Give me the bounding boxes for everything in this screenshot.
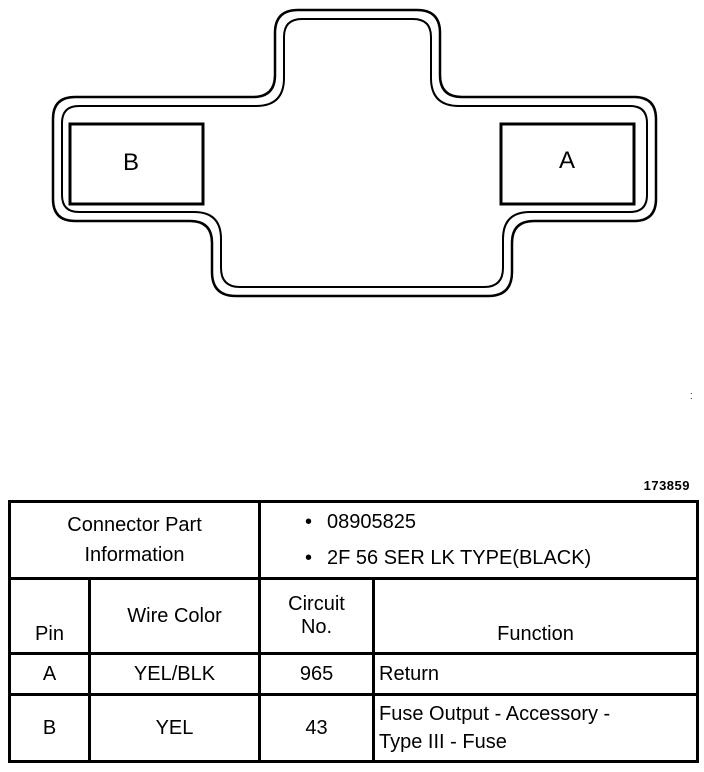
bullet-icon: • bbox=[305, 511, 313, 533]
part-info-heading-line1: Connector Part bbox=[67, 514, 202, 536]
pin-cell: B bbox=[8, 693, 91, 763]
header-pin: Pin bbox=[8, 577, 91, 655]
connector-type: 2F 56 SER LK TYPE(BLACK) bbox=[327, 547, 592, 569]
header-circuit-line1: Circuit bbox=[288, 593, 345, 615]
figure-number: 173859 bbox=[643, 478, 690, 493]
column-header-row: Pin Wire Color Circuit No. Function bbox=[8, 577, 700, 655]
function-cell: Fuse Output - Accessory - Type III - Fus… bbox=[372, 693, 700, 763]
pin-cell: A bbox=[8, 652, 91, 696]
connector-body-outline bbox=[51, 8, 658, 298]
header-circuit: Circuit No. bbox=[258, 577, 376, 655]
cavity-b bbox=[68, 122, 205, 206]
circuit-cell: 965 bbox=[258, 652, 376, 696]
cavity-a bbox=[499, 122, 636, 206]
cavity-a-label: A bbox=[559, 147, 575, 174]
connector-type-line: • 2F 56 SER LK TYPE(BLACK) bbox=[305, 540, 692, 576]
header-circuit-line2: No. bbox=[300, 616, 333, 638]
header-function: Function bbox=[372, 577, 700, 655]
wire-color-cell: YEL bbox=[87, 693, 262, 763]
function-cell: Return bbox=[372, 652, 700, 696]
table-row: A YEL/BLK 965 Return bbox=[8, 652, 700, 696]
function-line2: Type III - Fuse bbox=[379, 731, 507, 753]
part-number-line: • 08905825 bbox=[305, 504, 692, 540]
part-info-values: • 08905825 • 2F 56 SER LK TYPE(BLACK) bbox=[258, 500, 700, 580]
function-line1: Return bbox=[379, 663, 440, 685]
table-row: B YEL 43 Fuse Output - Accessory - Type … bbox=[8, 693, 700, 763]
connector-face-diagram: B A bbox=[51, 8, 658, 298]
circuit-cell: 43 bbox=[258, 693, 376, 763]
cavity-b-label: B bbox=[123, 149, 139, 176]
function-line1: Fuse Output - Accessory - bbox=[379, 703, 611, 725]
part-info-row: Connector Part Information • 08905825 • 2F… bbox=[7, 500, 700, 580]
part-number: 08905825 bbox=[327, 511, 416, 533]
bullet-icon: • bbox=[305, 547, 313, 569]
part-info-heading-line2: Information bbox=[84, 544, 185, 566]
connector-info-table: Connector Part Information • 08905825 • 2F… bbox=[7, 500, 700, 763]
part-info-heading: Connector Part Information bbox=[7, 500, 262, 580]
scan-artifact: ⁚ bbox=[690, 392, 693, 401]
connector-inner-outline bbox=[61, 18, 648, 288]
header-wire-color: Wire Color bbox=[87, 577, 262, 655]
wire-color-cell: YEL/BLK bbox=[87, 652, 262, 696]
